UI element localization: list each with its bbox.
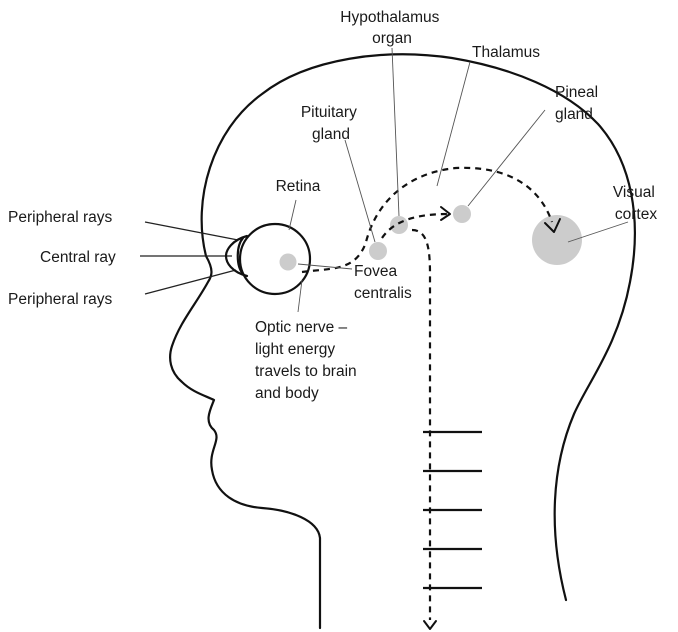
leader-retina bbox=[289, 200, 296, 230]
arrowhead-body bbox=[424, 621, 436, 629]
label-retina: Retina bbox=[276, 178, 321, 195]
peripheral-ray-top-line bbox=[145, 222, 238, 240]
fovea-spot bbox=[280, 254, 297, 271]
peripheral-ray-bottom-line bbox=[145, 270, 236, 294]
label-peripheral-rays-bottom: Peripheral rays bbox=[8, 291, 112, 308]
label-pituitary: Pituitary gland bbox=[301, 104, 361, 143]
label-optic-nerve: Optic nerve – light energy travels to br… bbox=[255, 319, 361, 402]
hypothalamus-spot bbox=[390, 216, 408, 234]
eyeball bbox=[240, 224, 310, 294]
leader-fovea bbox=[298, 264, 352, 269]
label-fovea-centralis: Fovea centralis bbox=[354, 263, 412, 302]
label-central-ray: Central ray bbox=[40, 249, 116, 266]
label-peripheral-rays-top: Peripheral rays bbox=[8, 209, 112, 226]
leader-pineal bbox=[468, 110, 545, 206]
label-pineal: Pineal gland bbox=[555, 84, 602, 123]
optic-pathway-to-cortex bbox=[302, 168, 552, 272]
pituitary-spot bbox=[369, 242, 387, 260]
pineal-spot bbox=[453, 205, 471, 223]
leader-hypothalamus bbox=[392, 48, 399, 216]
label-hypothalamus: Hypothalamus organ bbox=[340, 9, 443, 47]
pathway-to-body bbox=[412, 230, 430, 620]
label-visual-cortex: Visual cortex bbox=[613, 184, 659, 223]
head-outline bbox=[170, 54, 635, 628]
leader-pituitary bbox=[345, 140, 375, 242]
label-thalamus: Thalamus bbox=[472, 44, 540, 61]
